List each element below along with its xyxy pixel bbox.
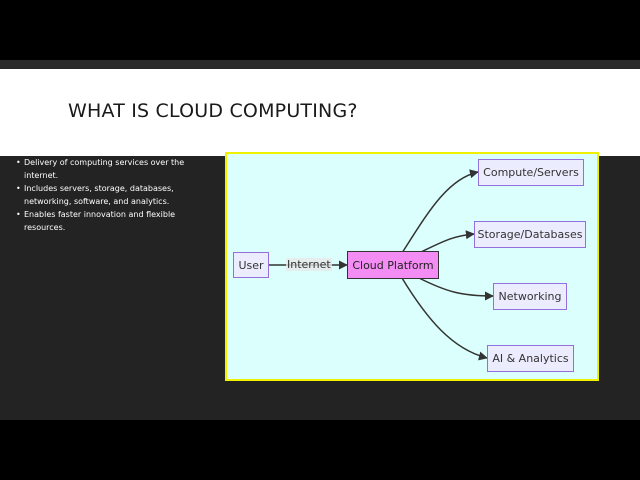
node-storage-databases: Storage/Databases bbox=[474, 221, 586, 248]
bullet-item: • Enables faster innovation and flexible… bbox=[16, 209, 196, 234]
node-user: User bbox=[233, 252, 269, 278]
cloud-diagram: User Internet Cloud Platform Compute/Ser… bbox=[225, 152, 599, 381]
bullet-symbol: • bbox=[16, 210, 21, 219]
bullet-symbol: • bbox=[16, 158, 21, 167]
title-band: WHAT IS CLOUD COMPUTING? bbox=[0, 69, 640, 156]
slide: WHAT IS CLOUD COMPUTING? • Delivery of c… bbox=[0, 60, 640, 420]
edge-platform-networking bbox=[418, 277, 494, 301]
bullet-item: • Includes servers, storage, databases, … bbox=[16, 183, 196, 208]
bullet-text: Includes servers, storage, databases, ne… bbox=[24, 184, 174, 206]
node-ai-analytics: AI & Analytics bbox=[487, 345, 574, 372]
diagram-edges bbox=[268, 169, 494, 361]
node-networking: Networking bbox=[493, 283, 567, 310]
slide-title: WHAT IS CLOUD COMPUTING? bbox=[68, 100, 358, 122]
letterbox-top bbox=[0, 0, 640, 60]
bullet-list: • Delivery of computing services over th… bbox=[16, 157, 196, 235]
edge-label-internet: Internet bbox=[286, 258, 332, 271]
slide-top-strip bbox=[0, 60, 640, 69]
edge-platform-storage bbox=[418, 230, 475, 254]
node-cloud-platform: Cloud Platform bbox=[347, 251, 439, 279]
bullet-item: • Delivery of computing services over th… bbox=[16, 157, 196, 182]
node-compute-servers: Compute/Servers bbox=[478, 159, 584, 186]
edge-platform-ai bbox=[401, 277, 488, 361]
bullet-text: Delivery of computing services over the … bbox=[24, 158, 185, 180]
bullet-symbol: • bbox=[16, 184, 21, 193]
edge-platform-compute bbox=[401, 169, 479, 254]
letterbox-bottom bbox=[0, 420, 640, 480]
bullet-text: Enables faster innovation and flexible r… bbox=[24, 210, 176, 232]
